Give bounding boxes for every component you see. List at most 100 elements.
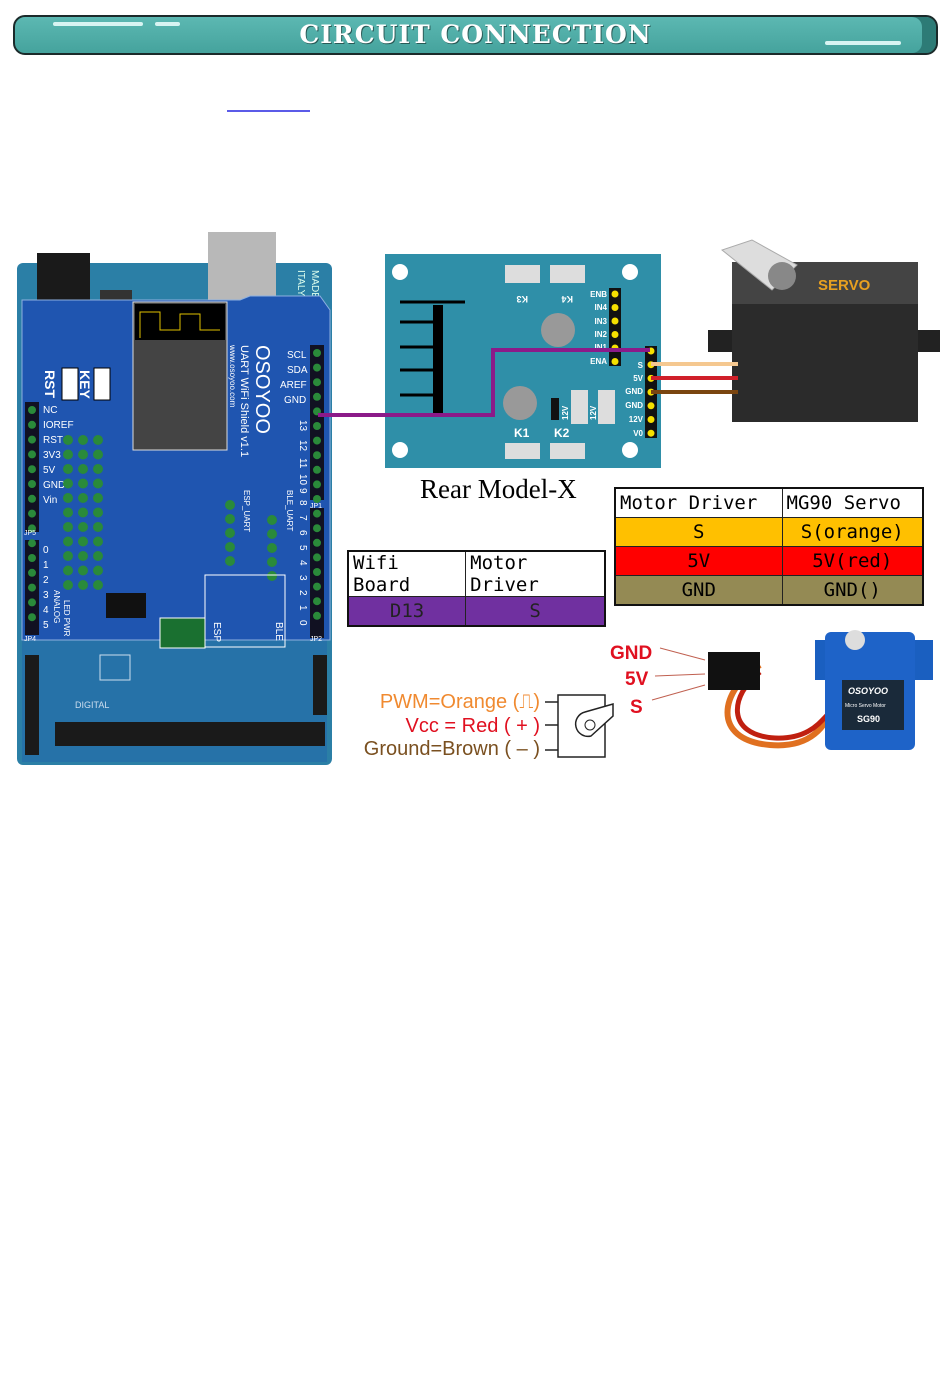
table-header: Wifi Board bbox=[347, 550, 467, 597]
signal-wire bbox=[318, 348, 650, 417]
svg-text:IN2: IN2 bbox=[595, 330, 608, 339]
svg-text:NC: NC bbox=[43, 405, 57, 416]
svg-text:Vin: Vin bbox=[43, 495, 57, 506]
motor-driver-board: K3 K4 K1 K2 12V 12V ENB IN4 IN3 IN2 IN1 … bbox=[385, 254, 661, 468]
header-pin bbox=[313, 378, 321, 387]
header-pin bbox=[28, 539, 36, 548]
header-pin bbox=[313, 349, 321, 357]
table-cell: S bbox=[465, 596, 606, 627]
pad bbox=[225, 556, 235, 566]
link[interactable] bbox=[227, 96, 310, 112]
pad bbox=[78, 522, 88, 532]
svg-text:GND: GND bbox=[625, 401, 643, 410]
servo-motor: SERVO bbox=[708, 239, 940, 422]
svg-text:SCL: SCL bbox=[287, 350, 307, 361]
servo-label: SERVO bbox=[818, 277, 871, 294]
legend-gnd: Ground=Brown ( – ) bbox=[364, 738, 540, 760]
sg90-model: SG90 bbox=[857, 714, 880, 724]
header-pin bbox=[313, 422, 321, 430]
shield-website: www.osoyoo.com bbox=[228, 344, 237, 408]
driver-pin bbox=[647, 402, 655, 410]
table-header: Motor Driver bbox=[465, 550, 606, 597]
driver-pin bbox=[611, 290, 619, 298]
header-pin bbox=[313, 363, 321, 372]
pad bbox=[267, 543, 277, 553]
svg-text:10: 10 bbox=[297, 474, 308, 486]
svg-text:12V: 12V bbox=[629, 415, 644, 424]
svg-text:BLE_UART: BLE_UART bbox=[285, 490, 294, 531]
pad bbox=[63, 464, 73, 474]
pin-label-s: S bbox=[630, 697, 643, 718]
svg-text:0: 0 bbox=[43, 545, 49, 556]
pad bbox=[63, 565, 73, 576]
driver-pin bbox=[647, 416, 655, 423]
svg-text:ENB: ENB bbox=[590, 290, 607, 299]
svg-text:RST: RST bbox=[43, 435, 63, 446]
svg-text:3: 3 bbox=[43, 590, 49, 601]
header-pin bbox=[313, 451, 321, 460]
banner-title: CIRCUIT CONNECTION bbox=[299, 20, 652, 49]
svg-text:5V: 5V bbox=[43, 465, 56, 476]
header-pin bbox=[28, 450, 36, 459]
pad bbox=[63, 551, 73, 561]
header-pin bbox=[313, 553, 321, 562]
wires bbox=[318, 348, 738, 417]
header-pin bbox=[28, 583, 36, 592]
svg-text:ANALOG: ANALOG bbox=[52, 590, 61, 623]
header-pin bbox=[313, 436, 321, 445]
svg-text:3V3: 3V3 bbox=[43, 450, 61, 461]
sg90-photo: OSOYOO Micro Servo Motor SG90 GND 5V S bbox=[610, 630, 933, 750]
shield-model: UART WiFi Shield v1.1 bbox=[238, 345, 250, 457]
svg-text:IOREF: IOREF bbox=[43, 420, 74, 431]
pad bbox=[93, 464, 103, 474]
header-pin bbox=[28, 598, 36, 607]
key-button[interactable] bbox=[93, 367, 111, 401]
pad bbox=[78, 551, 88, 561]
section-banner: CIRCUIT CONNECTION bbox=[13, 15, 938, 55]
svg-text:2: 2 bbox=[297, 590, 308, 596]
pad bbox=[225, 528, 235, 538]
pad bbox=[93, 435, 103, 445]
pad bbox=[63, 536, 73, 547]
svg-text:K2: K2 bbox=[554, 426, 570, 440]
rst-button[interactable] bbox=[61, 367, 79, 401]
svg-text:8: 8 bbox=[297, 500, 308, 506]
pad bbox=[63, 493, 73, 503]
header-pin bbox=[313, 611, 321, 620]
pad bbox=[93, 551, 103, 561]
table-header: MG90 Servo bbox=[781, 487, 924, 518]
pad bbox=[93, 493, 103, 503]
pin-labels: SCL SDA AREF GND NC IOREF RST 3V3 5V GND… bbox=[24, 350, 322, 643]
header-pin bbox=[28, 420, 36, 429]
svg-text:JP2: JP2 bbox=[310, 636, 322, 643]
svg-text:K1: K1 bbox=[514, 426, 530, 440]
pad bbox=[225, 500, 235, 510]
pad bbox=[63, 580, 73, 590]
pad bbox=[78, 565, 88, 576]
svg-text:2: 2 bbox=[43, 575, 49, 586]
header-pin bbox=[28, 613, 36, 622]
header-pin bbox=[28, 435, 36, 444]
header-pin bbox=[313, 597, 321, 606]
header-pin bbox=[313, 538, 321, 547]
svg-text:1: 1 bbox=[297, 605, 308, 611]
svg-text:4: 4 bbox=[297, 560, 308, 566]
svg-text:K4: K4 bbox=[561, 294, 573, 304]
pad bbox=[267, 571, 277, 581]
pad bbox=[63, 522, 73, 532]
svg-text:AREF: AREF bbox=[280, 380, 307, 391]
svg-text:7: 7 bbox=[297, 515, 308, 521]
svg-text:LED PWR: LED PWR bbox=[62, 600, 71, 637]
legend-pwm: PWM=Orange (⎍) bbox=[380, 691, 540, 713]
table-cell: S bbox=[614, 517, 783, 547]
base-label: ITALY bbox=[295, 270, 306, 297]
svg-text:ESP_UART: ESP_UART bbox=[242, 490, 251, 532]
svg-text:5V: 5V bbox=[633, 374, 643, 383]
pad bbox=[225, 542, 235, 552]
pad bbox=[78, 580, 88, 590]
pad bbox=[267, 515, 277, 525]
driver-pin bbox=[647, 429, 655, 437]
svg-text:JP4: JP4 bbox=[24, 636, 36, 643]
